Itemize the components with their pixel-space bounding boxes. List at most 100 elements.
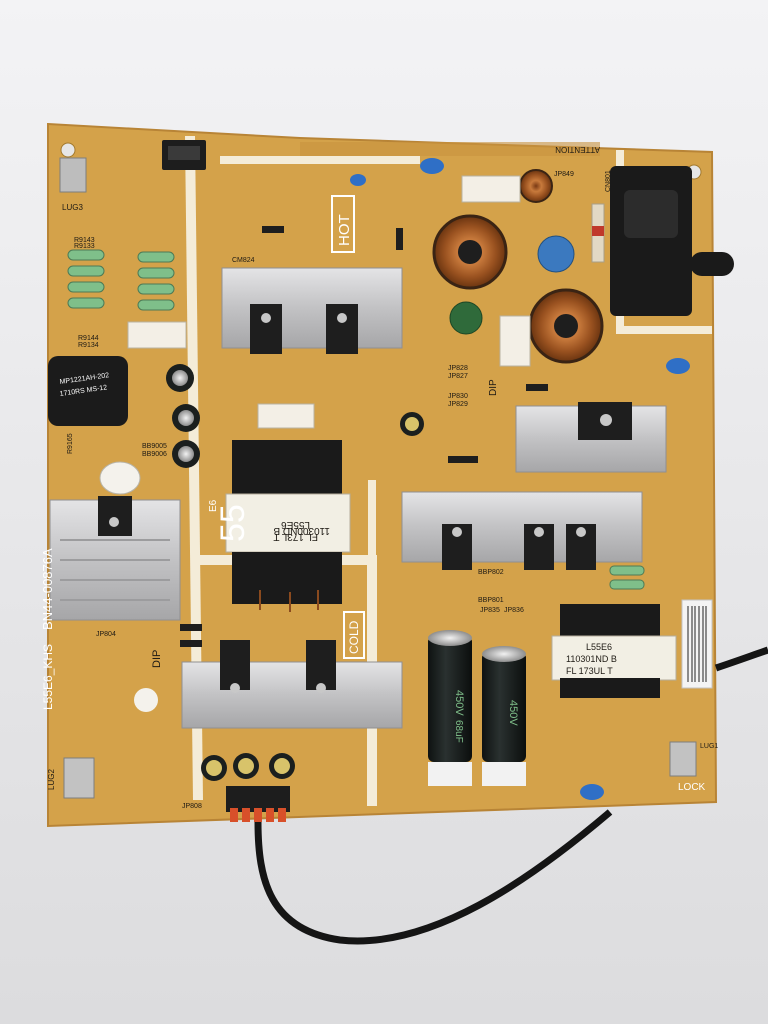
ref-label: JP808 (182, 803, 202, 810)
main-transformer-line3: FL 173L T (273, 531, 318, 542)
bulk-cap-voltage-2: 450V (507, 700, 519, 726)
ac-inlet-latch (690, 252, 734, 276)
ref-label: JP835 (480, 607, 500, 614)
ref-label: BBP801 (478, 597, 504, 604)
left-mosfet (98, 496, 132, 536)
ref-label: JP829 (448, 401, 468, 408)
rectifier-screw (230, 683, 240, 693)
secondary-heatsink-lower (181, 661, 403, 729)
ref-label: BBP802 (478, 569, 504, 576)
output-heatsink (401, 491, 643, 563)
x-capacitor-2 (499, 315, 531, 367)
left-heatsink-fins (60, 539, 170, 601)
fuse-band (592, 226, 604, 236)
thermal-glue-small (134, 688, 158, 712)
dip-label-left: DIP (151, 650, 163, 668)
lug1-terminal (669, 741, 697, 777)
output-connector-pins (230, 808, 286, 822)
lug3-label: LUG3 (62, 203, 83, 212)
ref-label: JP827 (448, 373, 468, 380)
ac-inlet (610, 166, 692, 316)
mounting-hole (60, 142, 76, 158)
output-mosfet-screw (534, 527, 544, 537)
top-connector-slot (168, 146, 200, 160)
ref-label: BB9005 (142, 443, 167, 450)
left-mosfet-screw (109, 517, 119, 527)
ref-label: CM824 (232, 257, 255, 264)
thermal-glue (99, 461, 141, 495)
primary-mosfet-screw (261, 313, 271, 323)
size-mark: 55 (214, 504, 252, 542)
secondary-transformer-line1: L55E6 (586, 642, 612, 652)
resistor-ref-label: R9134 (78, 342, 99, 349)
output-cable (254, 809, 613, 945)
ref-label: BB9006 (142, 451, 167, 458)
ref-label: JP804 (96, 631, 116, 638)
rectifier-screw (316, 683, 326, 693)
ref-label: JP836 (504, 607, 524, 614)
dip-label-right: DIP (488, 379, 499, 396)
secondary-transformer-line2: 110301ND B (566, 654, 617, 664)
barcode-sticker (681, 599, 713, 689)
y-capacitors (350, 158, 690, 800)
board-model-code: L55E6_KHS (41, 644, 55, 710)
choke-core (458, 240, 482, 264)
resistor-ref-label: R9133 (74, 243, 95, 250)
primary-mosfet-screw (337, 313, 347, 323)
main-transformer-line1: L55E6 (281, 519, 310, 530)
attention-text-strip (300, 142, 600, 156)
bulk-capacitor-2 (482, 646, 526, 786)
board-part-number: BN44-00876A (40, 548, 55, 630)
primary-mosfet-2 (326, 304, 358, 354)
small-choke (519, 169, 553, 203)
main-transformer (225, 440, 351, 612)
lug3-terminal (59, 157, 87, 193)
size-suffix: E6 (208, 499, 219, 512)
ac-inlet-ref: CN801 (605, 170, 612, 192)
varistor (537, 235, 575, 273)
output-mosfet-screw (452, 527, 462, 537)
power-inductor (48, 356, 128, 426)
green-resistors-right (609, 565, 645, 590)
resistor-ref-label: R9144 (78, 335, 99, 342)
attention-label: ATTENTION (555, 145, 600, 154)
small-cap-top (405, 417, 419, 431)
ref-label: R9165 (67, 433, 74, 454)
cold-label: COLD (347, 620, 361, 654)
choke-core (554, 314, 578, 338)
resistor-ref-label: R9143 (74, 237, 95, 244)
output-mosfet-screw (576, 527, 586, 537)
barcode-lines (687, 606, 707, 682)
secondary-transformer-line3: FL 173UL T (566, 666, 613, 676)
ref-label: JP830 (448, 393, 468, 400)
small-electrolytic-caps (166, 364, 200, 468)
output-connector (226, 786, 290, 812)
ac-inlet-socket (624, 190, 678, 238)
primary-heatsink (221, 267, 403, 349)
primary-mosfet-1 (250, 304, 282, 354)
resistor-bank-left (67, 249, 175, 311)
side-cable (714, 646, 768, 672)
ref-label: JP828 (448, 365, 468, 372)
lug2-terminal (63, 757, 95, 799)
film-capacitor (127, 321, 187, 349)
thermistor (449, 301, 483, 335)
bulk-capacitor-1 (428, 630, 472, 786)
bridge-screw (600, 414, 612, 426)
cold-label-box (343, 611, 365, 659)
main-transformer-line2: 110300ND B (273, 525, 330, 536)
lug2-label: LUG2 (47, 769, 56, 790)
bulk-cap-voltage: 450V (453, 690, 465, 716)
misc-diodes (180, 226, 548, 647)
hot-label: HOT (336, 214, 353, 246)
secondary-transformer (551, 604, 677, 698)
ref-label: JP849 (554, 171, 574, 178)
lug1-label: LUG1 (700, 743, 718, 750)
output-capacitors (201, 753, 295, 781)
bulk-cap-value: 68uF (453, 720, 464, 743)
rectifier-1 (220, 640, 250, 690)
film-capacitor-2 (257, 403, 315, 429)
x-capacitor-1 (461, 175, 521, 203)
hot-label-box (331, 195, 355, 253)
